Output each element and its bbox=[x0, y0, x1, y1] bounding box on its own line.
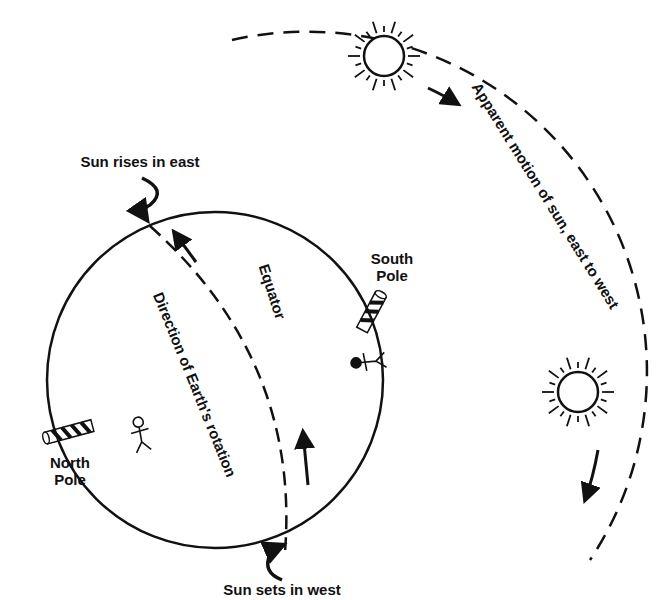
sun bbox=[542, 358, 614, 426]
sunset-arrow bbox=[268, 545, 283, 580]
sunset-label: Sun sets in west bbox=[223, 581, 341, 598]
sun bbox=[348, 22, 420, 90]
equator-label: Equator bbox=[255, 262, 289, 321]
rotation-label: Direction of Earth's rotation bbox=[150, 290, 240, 480]
north-pole-marker bbox=[42, 420, 94, 445]
earth-outline bbox=[45, 210, 385, 550]
sun-path-arrow bbox=[428, 88, 458, 104]
sunrise-label: Sun rises in east bbox=[80, 153, 199, 170]
sun-path bbox=[232, 32, 647, 560]
pole-label: North Pole bbox=[40, 454, 100, 489]
earth-circle: Direction of Earth's rotation Equator bbox=[45, 210, 385, 550]
sun-path-arrow bbox=[585, 450, 598, 500]
pole-label: South Pole bbox=[362, 250, 422, 285]
person-figure bbox=[129, 416, 153, 454]
motion-label: Apparent motion of sun, east to west bbox=[469, 80, 623, 312]
sunrise-arrow bbox=[142, 178, 157, 220]
